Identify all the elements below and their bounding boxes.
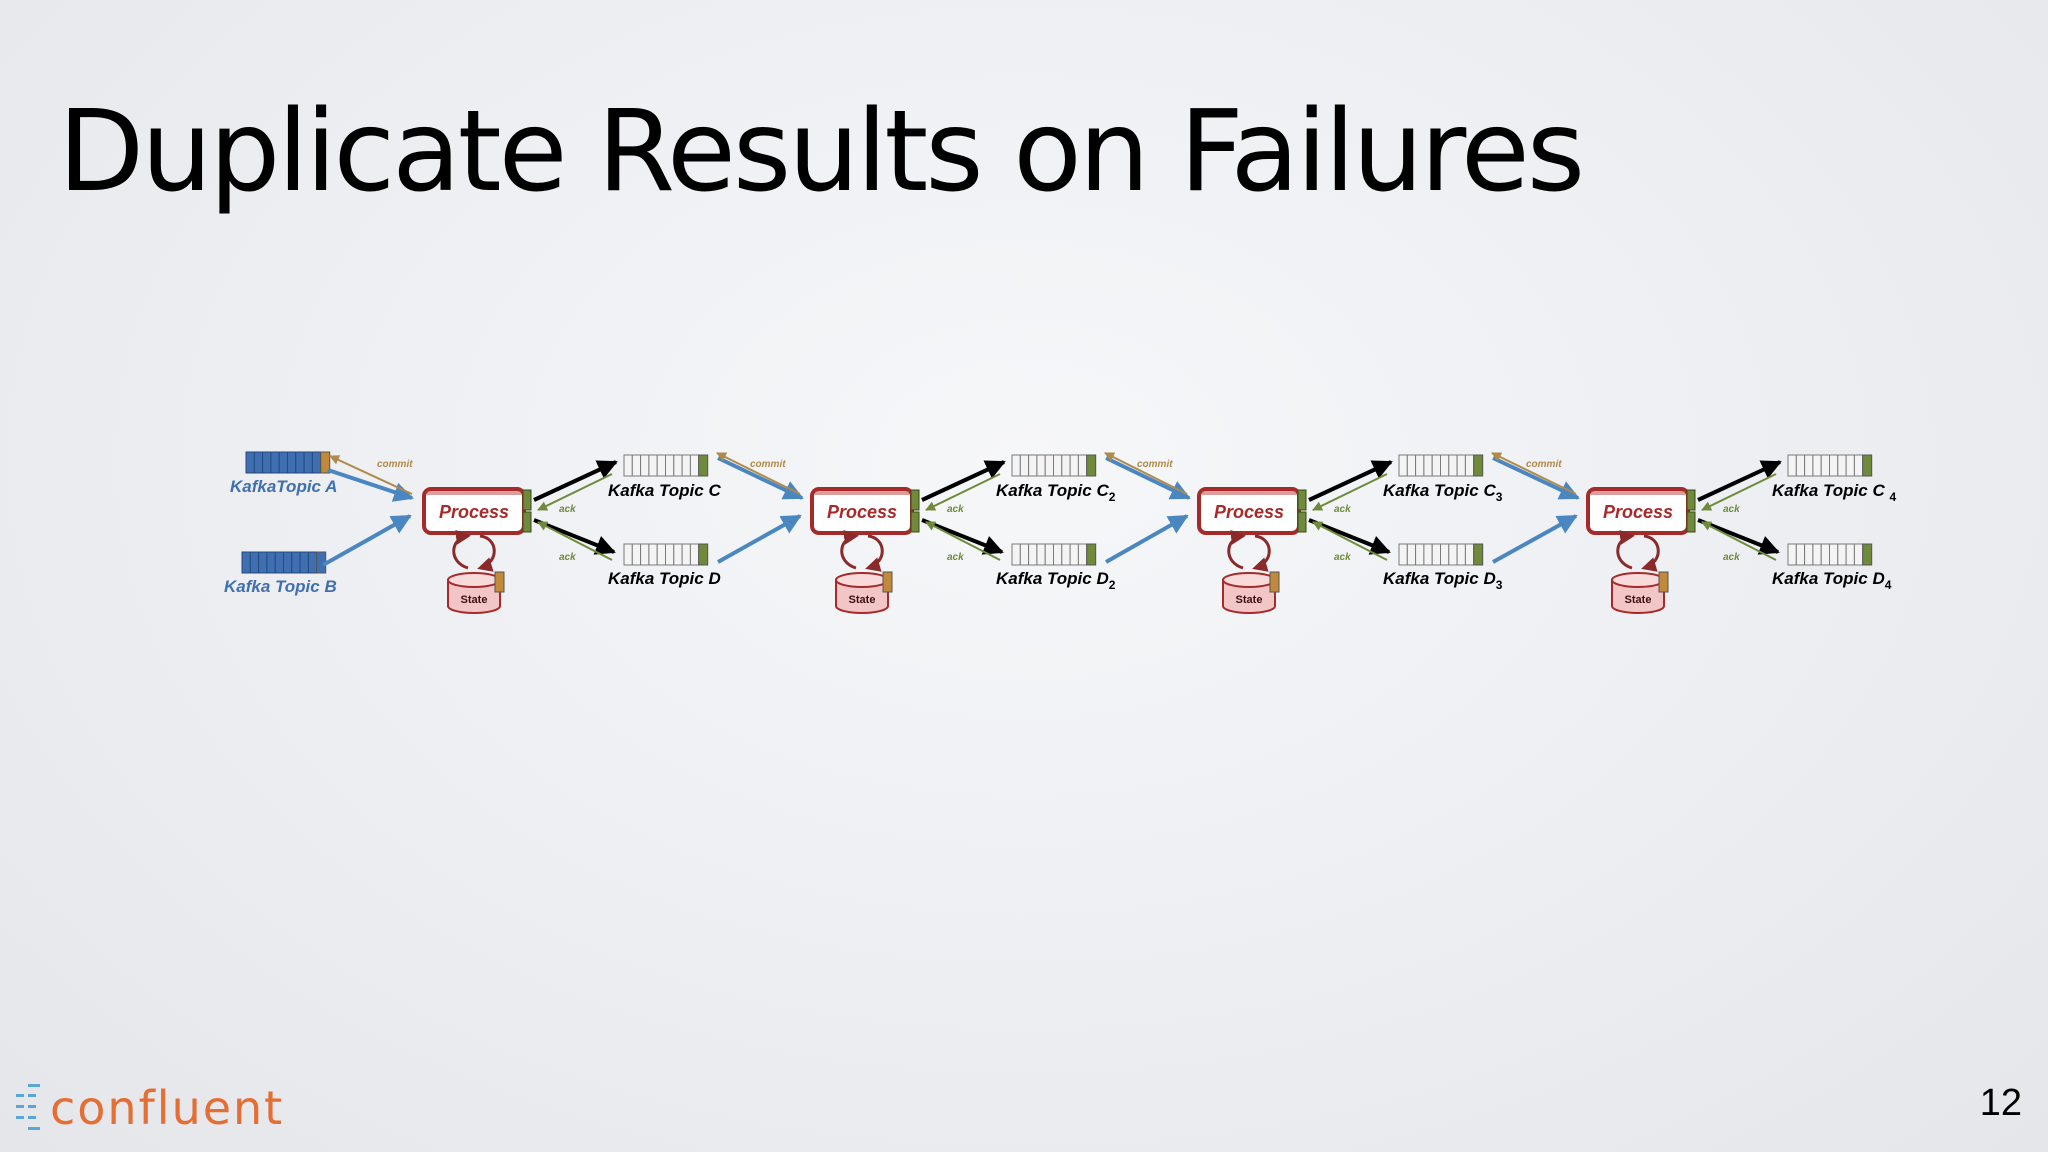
process-box-stage-3: Process <box>1197 487 1307 535</box>
output-topic-d-label-stage-2: Kafka Topic D2 <box>996 569 1116 592</box>
process-box-stage-2: Process <box>810 487 920 535</box>
topic-bar-c-stage-4 <box>1787 454 1873 477</box>
process-label: Process <box>827 502 897 522</box>
state-label: State <box>1625 594 1652 606</box>
output-arrow-top-stage-1 <box>533 460 618 502</box>
input-arrow-top-stage-4 <box>1492 456 1580 500</box>
input-topic-b-label: Kafka Topic B <box>224 577 337 596</box>
process-box-stage-4: Process <box>1586 487 1696 535</box>
output-topic-c-label-stage-4: Kafka Topic C 4 <box>1772 481 1896 504</box>
ack-label-bottom-stage-1: ack <box>559 552 576 563</box>
process-port-bottom <box>522 511 532 533</box>
ack-arrow-bottom-stage-3 <box>1312 521 1388 561</box>
topic-bar-c-stage-3 <box>1398 454 1484 477</box>
topic-bar-d-stage-1 <box>623 543 709 566</box>
state-db-stage-4: State <box>1611 529 1669 614</box>
topic-bar-d-stage-2 <box>1011 543 1097 566</box>
input-arrow-bottom-stage-2 <box>717 514 802 564</box>
commit-arrow-stage-2 <box>716 452 801 495</box>
commit-label-stage-2: commit <box>750 459 786 470</box>
ack-arrow-top-stage-1 <box>537 473 613 511</box>
commit-arrow-stage-4 <box>1491 452 1577 495</box>
process-port-top <box>522 489 532 511</box>
slide-title: Duplicate Results on Failures <box>58 87 1585 217</box>
ack-arrow-top-stage-4 <box>1701 473 1777 511</box>
state-db-stage-3: State <box>1222 529 1280 614</box>
output-arrow-top-stage-2 <box>921 460 1006 502</box>
output-topic-d-label-stage-1: Kafka Topic D <box>608 569 721 588</box>
output-arrow-top-stage-3 <box>1308 460 1393 502</box>
ack-label-bottom-stage-2: ack <box>947 552 964 563</box>
ack-label-top-stage-1: ack <box>559 504 576 515</box>
input-arrow-bottom-stage-3 <box>1105 514 1189 564</box>
topic-bar-c-stage-2 <box>1011 454 1097 477</box>
output-topic-c-label-stage-1: Kafka Topic C <box>608 481 721 500</box>
commit-label-stage-1: commit <box>377 459 413 470</box>
state-label: State <box>461 594 488 606</box>
commit-label-stage-4: commit <box>1526 459 1562 470</box>
ack-label-bottom-stage-3: ack <box>1334 552 1351 563</box>
process-label: Process <box>439 502 509 522</box>
input-arrow-a <box>327 468 414 502</box>
input-arrow-b <box>322 514 412 567</box>
ack-arrow-top-stage-2 <box>925 473 1001 511</box>
commit-arrow-stage-1 <box>329 455 413 495</box>
commit-arrow-stage-3 <box>1104 452 1188 495</box>
output-arrow-bottom-stage-1 <box>533 518 616 555</box>
output-topic-c-label-stage-3: Kafka Topic C3 <box>1383 481 1503 504</box>
topic-bar-d-stage-3 <box>1398 543 1484 566</box>
ack-label-top-stage-3: ack <box>1334 504 1351 515</box>
output-topic-d-label-stage-4: Kafka Topic D4 <box>1772 569 1892 592</box>
output-arrow-bottom-stage-4 <box>1697 518 1780 555</box>
input-topic-a-label: KafkaTopic A <box>230 477 337 496</box>
confluent-mark-icon <box>16 1084 40 1130</box>
topic-bar-d-stage-4 <box>1787 543 1873 566</box>
process-port-top <box>910 489 920 511</box>
process-port-top <box>1297 489 1307 511</box>
page-number: 12 <box>1979 1082 2022 1124</box>
output-topic-c-label-stage-2: Kafka Topic C2 <box>996 481 1116 504</box>
state-db-stage-2: State <box>835 529 893 614</box>
process-port-bottom <box>910 511 920 533</box>
output-arrow-top-stage-4 <box>1697 460 1782 502</box>
output-topic-d-label-stage-3: Kafka Topic D3 <box>1383 569 1503 592</box>
confluent-logo: confluent <box>14 1078 314 1138</box>
process-port-bottom <box>1686 511 1696 533</box>
output-arrow-bottom-stage-3 <box>1308 518 1391 555</box>
ack-arrow-bottom-stage-2 <box>925 521 1001 561</box>
ack-arrow-top-stage-3 <box>1312 473 1388 511</box>
input-arrow-bottom-stage-4 <box>1492 514 1578 564</box>
output-arrow-bottom-stage-2 <box>921 518 1004 555</box>
ack-label-top-stage-2: ack <box>947 504 964 515</box>
ack-label-bottom-stage-4: ack <box>1723 552 1740 563</box>
process-port-top <box>1686 489 1696 511</box>
process-label: Process <box>1214 502 1284 522</box>
logo-text: confluent <box>50 1081 285 1135</box>
input-arrow-top-stage-3 <box>1105 456 1191 500</box>
ack-arrow-bottom-stage-4 <box>1701 521 1777 561</box>
process-label: Process <box>1603 502 1673 522</box>
topic-bar-c-stage-1 <box>623 454 709 477</box>
state-label: State <box>849 594 876 606</box>
ack-arrow-bottom-stage-1 <box>537 521 613 561</box>
process-box-stage-1: Process <box>422 487 532 535</box>
commit-label-stage-3: commit <box>1137 459 1173 470</box>
state-db-stage-1: State <box>447 529 505 614</box>
topic-bar-input-b <box>241 551 327 574</box>
input-arrow-top-stage-2 <box>717 456 804 500</box>
state-label: State <box>1236 594 1263 606</box>
process-port-bottom <box>1297 511 1307 533</box>
ack-label-top-stage-4: ack <box>1723 504 1740 515</box>
topic-bar-input-a <box>245 451 331 474</box>
